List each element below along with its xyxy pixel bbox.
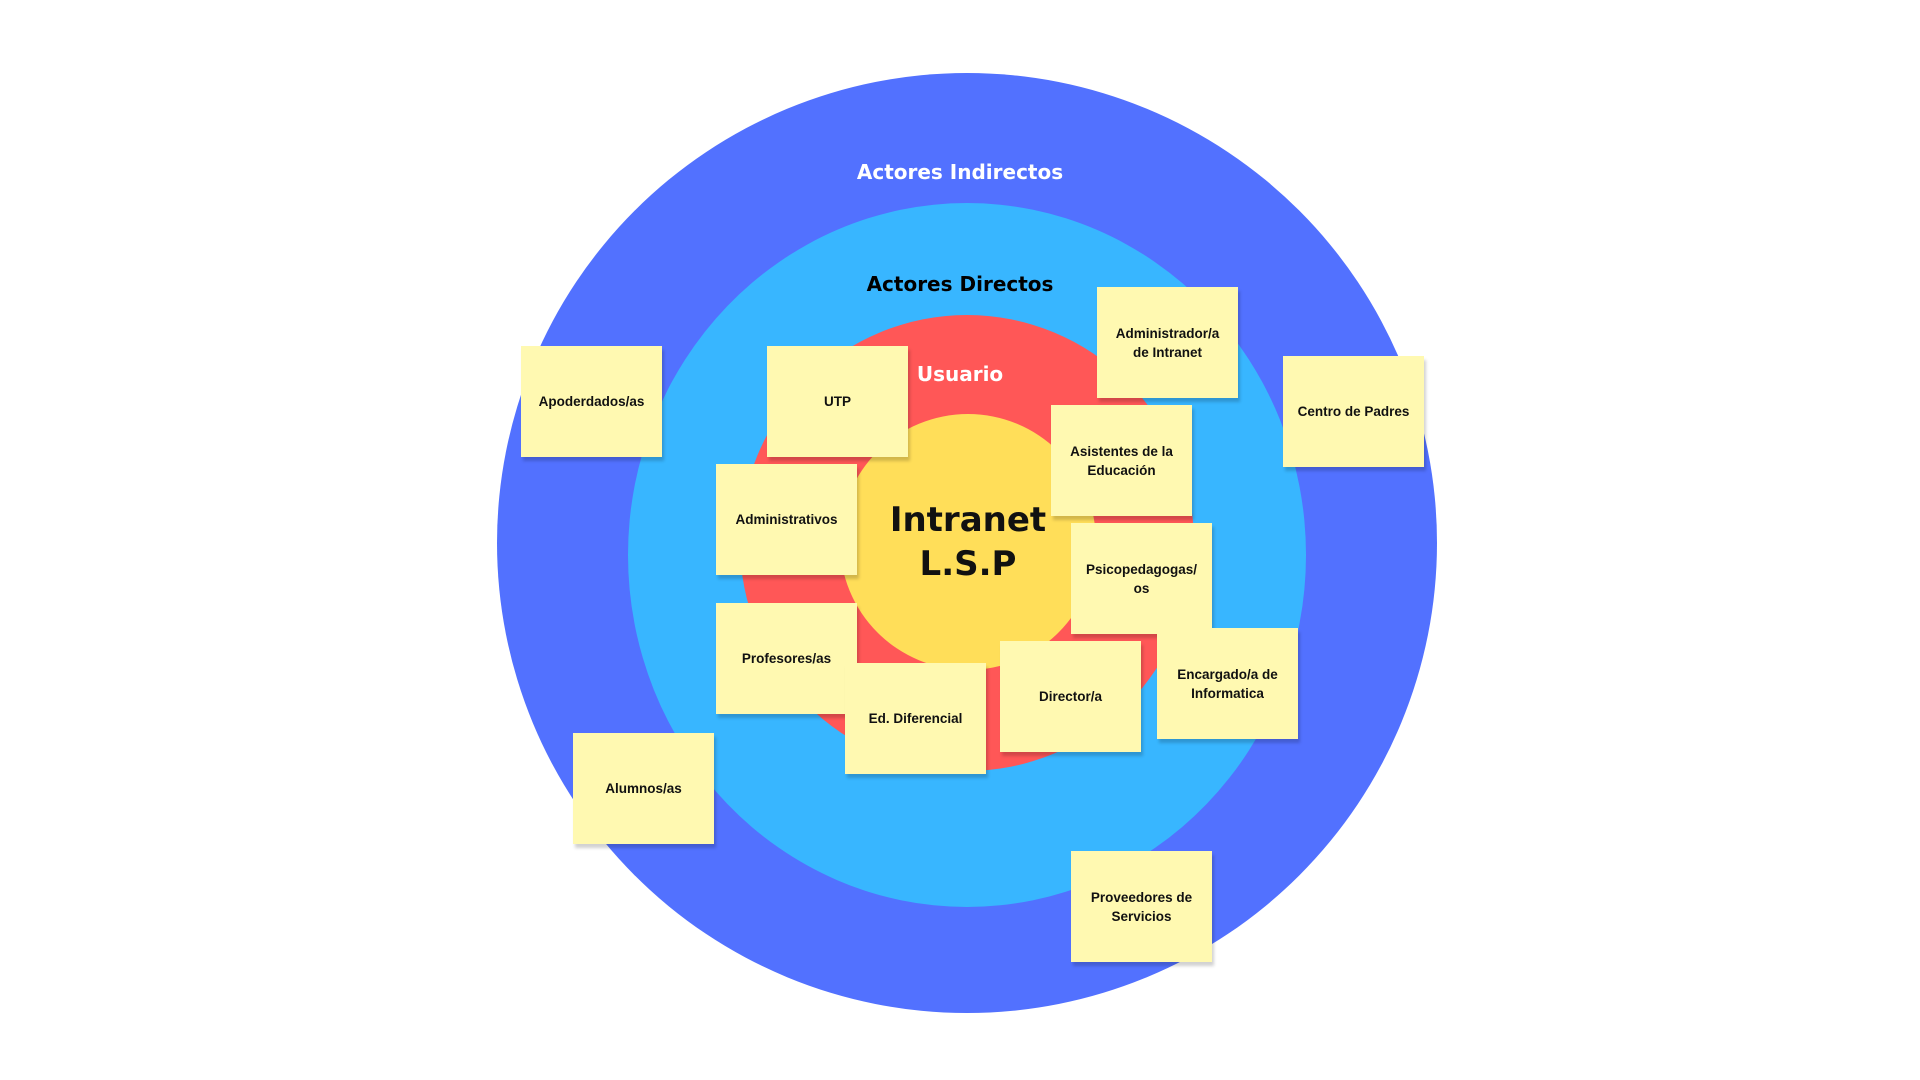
center-title-line1: Intranet	[889, 500, 1047, 540]
indirect-actors-label: Actores Indirectos	[856, 160, 1064, 184]
sticky-note-admin-intranet[interactable]: Administrador/a de Intranet	[1097, 287, 1238, 398]
sticky-note-utp[interactable]: UTP	[767, 346, 908, 457]
sticky-note-psicopedagogos[interactable]: Psicopedagogas/ os	[1071, 523, 1212, 634]
user-label: Usuario	[916, 362, 1004, 386]
center-title: Intranet L.S.P	[840, 498, 1096, 586]
sticky-note-director[interactable]: Director/a	[1000, 641, 1141, 752]
sticky-note-ed-diferencial[interactable]: Ed. Diferencial	[845, 663, 986, 774]
note-text: Encargado/a de Informatica	[1177, 666, 1278, 701]
note-text: Proveedores de Servicios	[1090, 889, 1193, 924]
note-text: Ed. Diferencial	[868, 711, 963, 726]
sticky-note-encargado-informatica[interactable]: Encargado/a de Informatica	[1157, 628, 1298, 739]
note-text: Apoderdados/as	[538, 394, 645, 409]
note-text: Administrador/a de Intranet	[1115, 325, 1220, 360]
sticky-note-profesores[interactable]: Profesores/as	[716, 603, 857, 714]
note-text: Psicopedagogas/ os	[1085, 561, 1198, 596]
sticky-note-centro-padres[interactable]: Centro de Padres	[1283, 356, 1424, 467]
sticky-note-administrativos[interactable]: Administrativos	[716, 464, 857, 575]
direct-actors-label: Actores Directos	[866, 272, 1054, 296]
center-title-line2: L.S.P	[919, 544, 1017, 584]
sticky-note-apoderados[interactable]: Apoderdados/as	[521, 346, 662, 457]
sticky-note-proveedores[interactable]: Proveedores de Servicios	[1071, 851, 1212, 962]
note-text: Asistentes de la Educación	[1070, 443, 1173, 478]
note-text: Centro de Padres	[1297, 404, 1410, 419]
note-text: Administrativos	[735, 512, 838, 527]
sticky-note-alumnos[interactable]: Alumnos/as	[573, 733, 714, 844]
note-text: Director/a	[1038, 689, 1103, 704]
note-text: Profesores/as	[741, 651, 832, 666]
note-text: Alumnos/as	[605, 781, 682, 796]
note-text: UTP	[824, 394, 851, 409]
sticky-note-asistentes[interactable]: Asistentes de la Educación	[1051, 405, 1192, 516]
